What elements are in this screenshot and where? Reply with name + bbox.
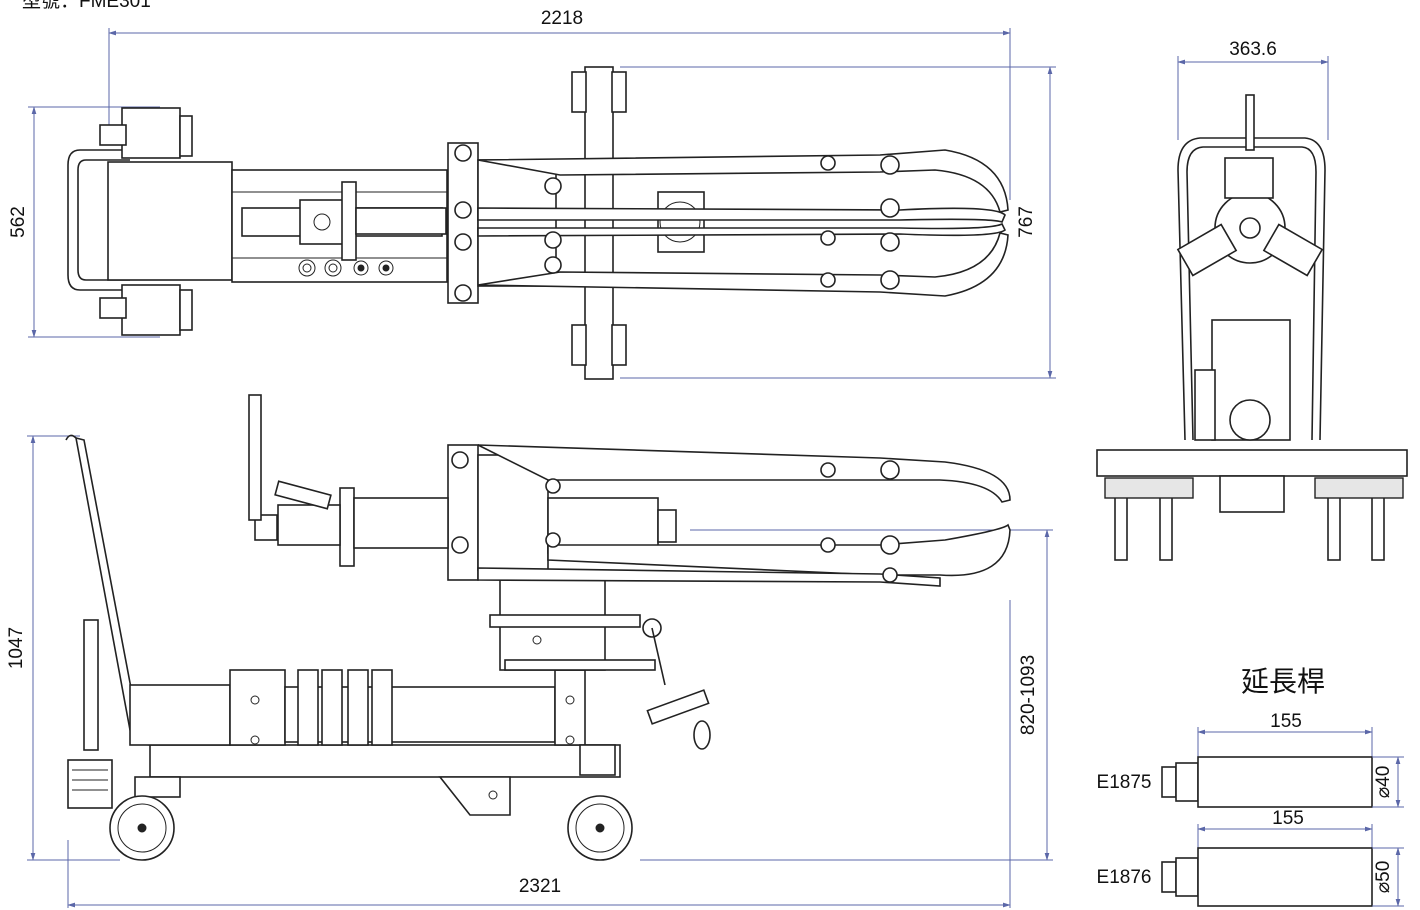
rod-code-label: E1875 <box>1097 772 1152 793</box>
rod-diameter-label: ⌀40 <box>1373 766 1394 799</box>
rod-length-label: 155 <box>1270 711 1302 732</box>
rod-length-label: 155 <box>1272 808 1304 829</box>
top-dim-span: 767 <box>1016 206 1037 238</box>
rod-e1875: 155 ⌀40 E1875 <box>1097 711 1404 808</box>
top-view: 2218 562 767 <box>8 8 1056 380</box>
side-dim-working-height: 820-1093 <box>1018 655 1039 735</box>
rod-code-label: E1876 <box>1097 867 1152 888</box>
rod-diameter-label: ⌀50 <box>1373 861 1394 894</box>
top-dim-width: 562 <box>8 206 29 238</box>
extension-rods-title: 延長桿 <box>1241 665 1325 698</box>
front-view: 363.6 <box>1096 39 1408 561</box>
model-label: 型號：FME301 <box>22 0 151 12</box>
side-view: 1047 820-1093 2321 <box>6 394 1053 908</box>
top-dim-length: 2218 <box>541 8 583 29</box>
extension-rods: 延長桿 155 ⌀40 E1875 155 <box>1097 665 1404 907</box>
rod-e1876: 155 ⌀50 E1876 <box>1097 808 1404 907</box>
front-dim-width: 363.6 <box>1229 39 1277 60</box>
side-dim-height: 1047 <box>6 627 27 669</box>
side-dim-length: 2321 <box>519 876 561 897</box>
